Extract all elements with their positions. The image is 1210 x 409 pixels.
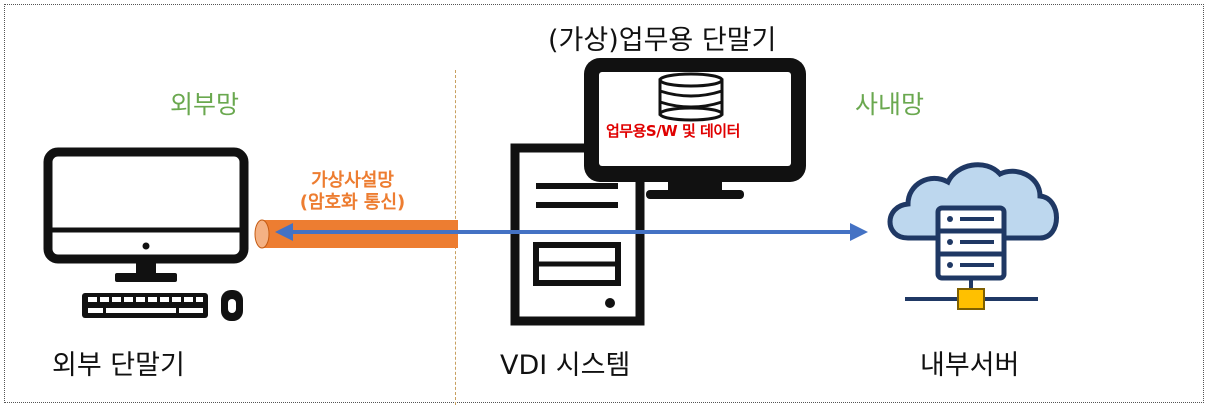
- vpn-label-subtitle: (암호화 통신): [299, 192, 406, 213]
- connection-arrow: [275, 223, 868, 241]
- vdi-system-label: VDI 시스템: [500, 350, 631, 381]
- diagram-title: (가상)업무용 단말기: [548, 25, 777, 56]
- screen-data-label: 업무용S/W 및 데이터: [606, 122, 740, 140]
- desktop-computer-icon: [43, 147, 249, 282]
- database-icon: [658, 72, 724, 122]
- diagram-frame: [4, 4, 1204, 403]
- cloud-server-icon: [887, 162, 1059, 310]
- server-tower-icon: [510, 143, 645, 326]
- vpn-label: 가상사설망 (암호화 통신): [270, 170, 435, 214]
- external-terminal-label: 외부 단말기: [52, 350, 185, 381]
- internal-network-label: 사내망: [855, 90, 925, 119]
- mouse-icon: [221, 290, 243, 321]
- keyboard-icon: [82, 293, 208, 318]
- vpn-label-title: 가상사설망: [311, 170, 394, 191]
- external-network-label: 외부망: [170, 90, 240, 119]
- internal-server-label: 내부서버: [920, 350, 1020, 381]
